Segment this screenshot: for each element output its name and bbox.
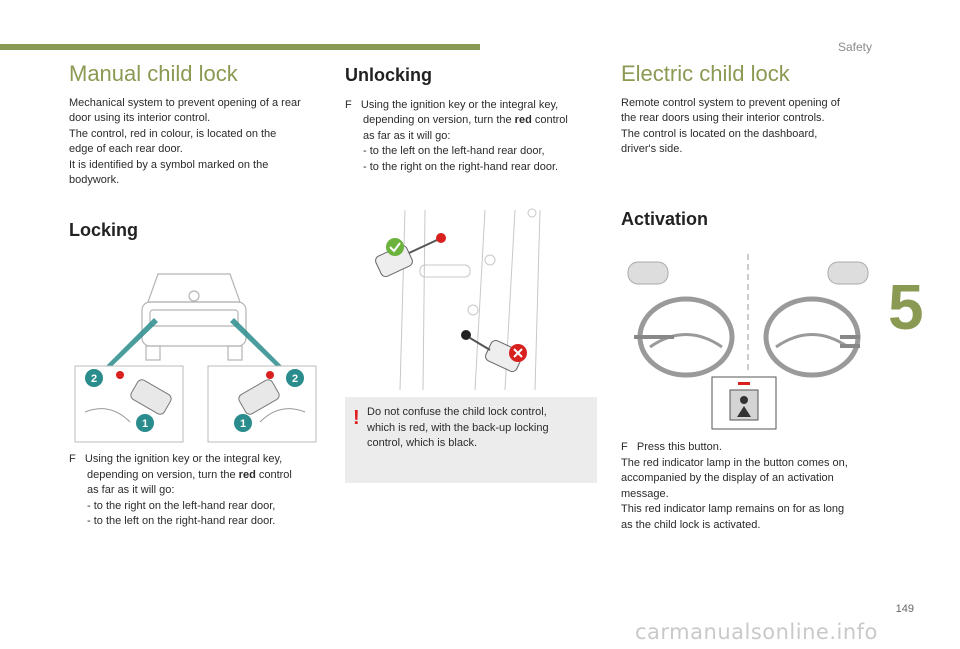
unlocking-item: - to the left on the left-hand rear door… (363, 145, 545, 157)
manual-intro-line: edge of each rear door. (69, 143, 183, 155)
unlocking-title: Unlocking (345, 65, 433, 85)
callout-badges: 2 2 1 1 (85, 369, 304, 432)
red-indicator-lamp (738, 382, 750, 385)
unlocking-section: Unlocking F Using the ignition key or th… (345, 65, 600, 176)
locking-step: F Using the ignition key or the integral… (69, 453, 283, 465)
guide-right (230, 318, 288, 372)
chapter-number: 5 (888, 271, 924, 343)
unlocking-step-line: depending on version, turn the red contr… (363, 114, 568, 126)
manual-intro: Mechanical system to prevent opening of … (69, 96, 329, 189)
check-icon (386, 238, 404, 256)
callout-2-right: 2 (292, 373, 298, 385)
manual-intro-line: door using its interior control. (69, 112, 211, 124)
dashboard-button-row (634, 335, 860, 348)
section-tag: Safety (837, 40, 872, 54)
activation-step: F Press this button. (621, 441, 722, 453)
page-number: 149 (895, 603, 914, 615)
red-control-icon (436, 233, 446, 243)
locking-step-line: as far as it will go: (87, 484, 175, 496)
bullet-icon: F (345, 98, 352, 111)
manual-child-lock-title: Manual child lock (69, 61, 238, 86)
manual-intro-line: Mechanical system to prevent opening of … (69, 96, 301, 109)
activation-figure (627, 254, 869, 430)
key-icon (130, 379, 280, 415)
unlocking-step-line: as far as it will go: (363, 129, 451, 142)
locking-title: Locking (69, 219, 139, 240)
warning-icon: ! (353, 407, 360, 429)
manual-intro-line: It is identified by a symbol marked on t… (69, 158, 269, 171)
activation-body-line: as the child lock is activated. (621, 518, 761, 531)
manual-child-lock-section: Manual child lock Mechanical system to p… (69, 61, 329, 240)
callout-2-left: 2 (91, 373, 97, 385)
warning-box: ! Do not confuse the child lock control,… (345, 397, 597, 483)
electric-child-lock-section: Electric child lock Remote control syste… (621, 61, 876, 229)
callout-1-right: 1 (240, 418, 246, 430)
guide-left (100, 318, 158, 372)
unlocking-step: F Using the ignition key or the integral… (345, 98, 559, 111)
unlocking-instructions: F Using the ignition key or the integral… (345, 98, 600, 176)
electric-intro: Remote control system to prevent opening… (621, 96, 840, 156)
top-accent-bar (0, 44, 480, 50)
manual-intro-line: The control, red in colour, is located o… (69, 127, 277, 140)
warning-text: Do not confuse the child lock control, w… (367, 406, 549, 449)
red-control-icon (116, 371, 274, 379)
locking-item: - to the right on the left-hand rear doo… (87, 499, 276, 512)
cross-icon (509, 344, 527, 362)
activation-body-line: This red indicator lamp remains on for a… (621, 503, 845, 515)
activation-body-line: message. (621, 487, 669, 500)
callout-1-left: 1 (142, 418, 148, 430)
key-icon (375, 239, 523, 373)
unlocking-figure (375, 208, 541, 390)
unlocking-item: - to the right on the right-hand rear do… (363, 160, 559, 173)
locking-item: - to the left on the right-hand rear doo… (87, 515, 276, 527)
activation-body-line: accompanied by the display of an activat… (621, 472, 834, 484)
locking-step-line: depending on version, turn the red contr… (87, 468, 292, 481)
watermark: carmanualsonline.info (635, 620, 878, 644)
car-rear-illustration (141, 273, 247, 361)
child-lock-icon (729, 389, 759, 421)
locking-figure: 2 2 1 1 (74, 273, 317, 443)
black-control-icon (461, 330, 471, 340)
activation-instructions: F Press this button. The red indicator l… (621, 440, 881, 533)
manual-intro-line: bodywork. (69, 174, 120, 186)
door-edge-icon (84, 408, 306, 423)
dashboard-small-icon (627, 261, 869, 285)
activation-body-line: The red indicator lamp in the button com… (621, 456, 848, 469)
activation-title: Activation (621, 208, 709, 229)
locking-instructions: F Using the ignition key or the integral… (69, 452, 339, 530)
electric-child-lock-title: Electric child lock (621, 61, 790, 86)
bullet-icon: F (621, 441, 628, 453)
bullet-icon: F (69, 453, 76, 465)
